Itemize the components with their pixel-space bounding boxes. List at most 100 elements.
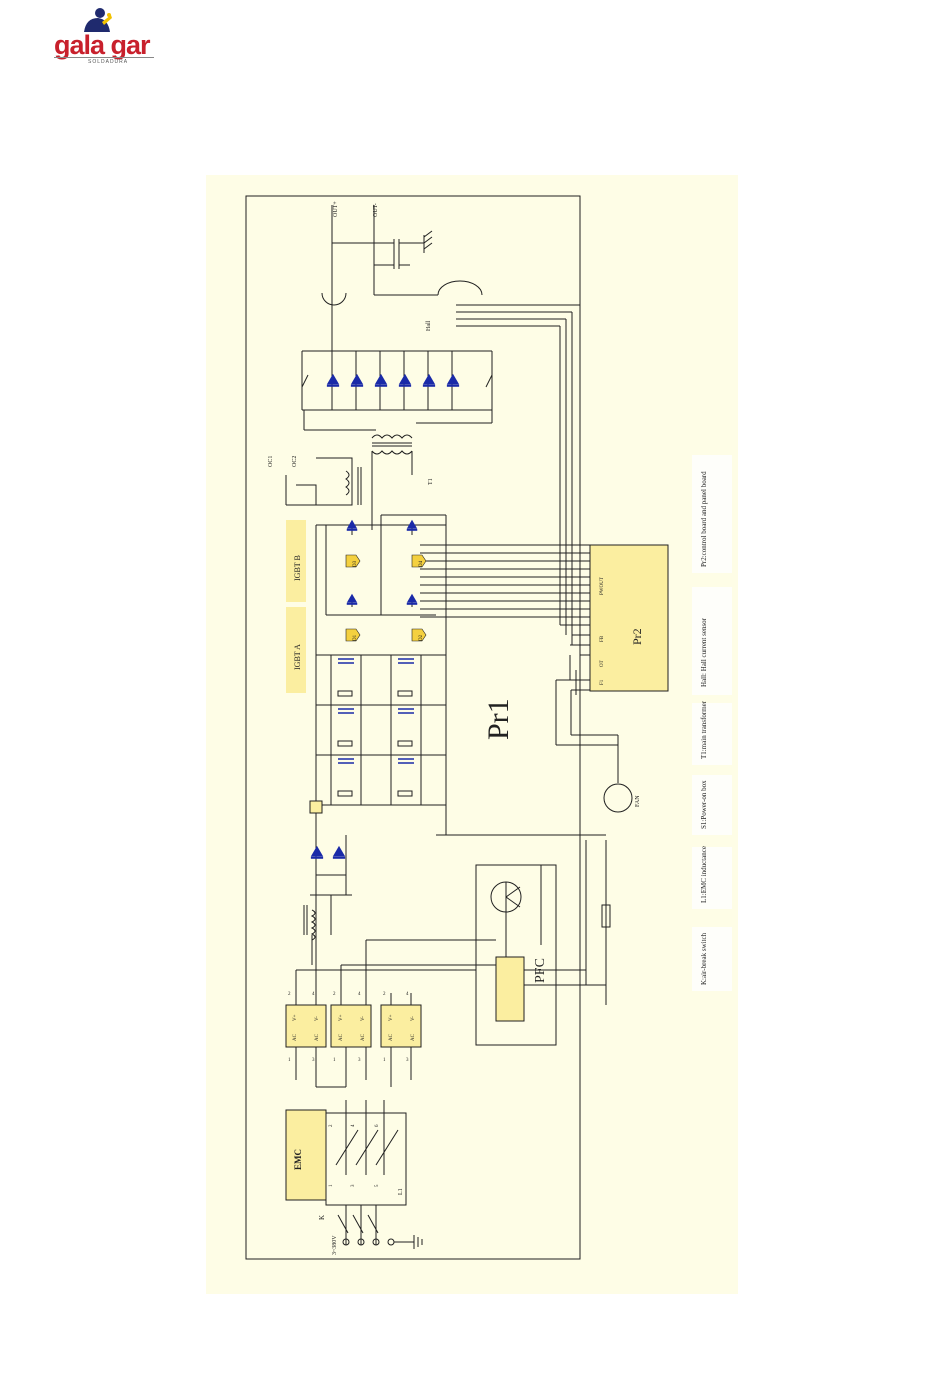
out-plus-label: OUT+ bbox=[333, 201, 339, 217]
output-diode-5 bbox=[422, 373, 436, 387]
emc-pin-5: 5 bbox=[375, 1184, 380, 1187]
bridge-3-ac-2: AC bbox=[411, 1033, 416, 1041]
legend-pr2: Pr2:control board and panel board bbox=[700, 471, 708, 567]
welder-mascot-icon bbox=[84, 8, 112, 32]
main-transformer-t1 bbox=[371, 434, 413, 455]
driver-d4 bbox=[411, 554, 427, 568]
logo-tagline: SOLDADURA bbox=[88, 59, 129, 65]
driver-d2 bbox=[411, 628, 427, 642]
igbt-a-diode-top bbox=[345, 593, 359, 605]
logo-brand-text: gala gar bbox=[54, 30, 151, 60]
bridge-2-pin-4: 4 bbox=[358, 992, 361, 997]
legend-l1: L1:EMC inductance bbox=[700, 846, 708, 903]
hall-sensor-icon bbox=[437, 280, 483, 296]
t1-label: T1 bbox=[428, 478, 434, 485]
out-minus-label: OUT- bbox=[373, 203, 379, 217]
bridge-2-pin-1: 1 bbox=[333, 1058, 336, 1063]
bridge-3-pin-1: 1 bbox=[383, 1058, 386, 1063]
bridge-3-vminus: V- bbox=[411, 1016, 416, 1021]
emc-pin-4: 4 bbox=[351, 1124, 356, 1127]
bridge-1-ac-1: AC bbox=[293, 1033, 298, 1041]
bridge-1-pin-4: 4 bbox=[312, 992, 315, 997]
bridge-2-pin-3: 3 bbox=[358, 1058, 361, 1063]
varistor-right bbox=[485, 374, 493, 388]
bridge-3-pin-3: 3 bbox=[406, 1058, 409, 1063]
bridge-1-pin-2: 2 bbox=[288, 992, 291, 997]
switch-k-label: K bbox=[318, 1215, 326, 1220]
fan-motor-icon bbox=[603, 783, 633, 813]
varistor-left bbox=[301, 374, 309, 388]
legend-hall: Hall: Hall current sensor bbox=[700, 617, 708, 687]
legend-s1: S1:Power-on box bbox=[700, 780, 708, 829]
hall-label: Hall bbox=[426, 320, 432, 331]
oc-current-transformer bbox=[285, 457, 362, 506]
chassis-ground-icon bbox=[423, 230, 433, 253]
bridge-3-pin-4: 4 bbox=[406, 992, 409, 997]
legend-box-hall bbox=[692, 587, 732, 695]
bridge-3-vplus: V+ bbox=[389, 1014, 394, 1021]
emc-inductance-l1 bbox=[303, 905, 316, 941]
igbt-a-label: IGBT A bbox=[293, 644, 302, 670]
emc-pin-3: 3 bbox=[351, 1184, 356, 1187]
output-diode-4 bbox=[398, 373, 412, 387]
emc-filter-block bbox=[285, 1109, 327, 1201]
board-label-pr2: Pr2 bbox=[630, 628, 644, 645]
bridge-2-vminus: V- bbox=[361, 1016, 366, 1021]
legend-box-s1 bbox=[692, 775, 732, 835]
legend-box-t1 bbox=[692, 703, 732, 765]
earth-ground-icon bbox=[413, 1235, 423, 1249]
emc-pin-1: 1 bbox=[329, 1184, 334, 1187]
control-board-pr2 bbox=[589, 544, 669, 692]
legend-k: K:air-break switch bbox=[700, 932, 708, 985]
output-diode-2 bbox=[350, 373, 364, 387]
bridge-2-pin-2: 2 bbox=[333, 992, 336, 997]
bridge-2-ac-2: AC bbox=[361, 1033, 366, 1041]
d4-label: D4 bbox=[419, 560, 424, 567]
bridge-rectifier-1 bbox=[285, 1004, 327, 1048]
output-diode-3 bbox=[374, 373, 388, 387]
bridge-1-vminus: V- bbox=[315, 1016, 320, 1021]
emc-label: EMC bbox=[293, 1149, 303, 1170]
driver-d1 bbox=[345, 628, 361, 642]
input-diode-2 bbox=[332, 845, 346, 859]
output-inductor-loop bbox=[321, 292, 347, 306]
pr2-pin-ot: OT bbox=[600, 660, 605, 667]
inductor-l1-label: L1 bbox=[398, 1188, 404, 1195]
air-break-switch-k bbox=[337, 1214, 349, 1234]
bridge-3-ac-1: AC bbox=[389, 1033, 394, 1041]
legend-t1: T1:main transformer bbox=[700, 700, 708, 759]
oc1-label: OC1 bbox=[268, 456, 274, 467]
bridge-1-pin-1: 1 bbox=[288, 1058, 291, 1063]
fan-label: FAN bbox=[635, 795, 641, 807]
pfc-module-box bbox=[475, 864, 557, 1046]
pfc-label: PFC bbox=[533, 958, 548, 983]
board-label-pr1: Pr1 bbox=[482, 698, 515, 740]
shunt-resistor bbox=[601, 904, 611, 928]
schematic-panel: Pr1 Pr2 PFC EMC IGBT B IGBT A 3~380V K L… bbox=[206, 175, 738, 1294]
igbt-a-diode-bottom bbox=[405, 593, 419, 605]
d3-label: D3 bbox=[353, 560, 358, 567]
oc2-label: OC2 bbox=[292, 456, 298, 467]
pfc-controller-block bbox=[495, 956, 525, 1022]
output-diode-6 bbox=[446, 373, 460, 387]
main-board-outline bbox=[245, 195, 581, 1260]
legend-box-l1 bbox=[692, 847, 732, 909]
d1-label: D1 bbox=[353, 634, 358, 641]
circuit-schematic: Pr1 Pr2 PFC EMC IGBT B IGBT A 3~380V K L… bbox=[245, 195, 732, 1260]
pr2-pin-f1: F1 bbox=[600, 679, 605, 685]
legend-box-pr2 bbox=[692, 455, 732, 573]
input-voltage-label: 3~380V bbox=[332, 1235, 338, 1255]
d2-label: D2 bbox=[419, 634, 424, 641]
bridge-3-pin-2: 2 bbox=[383, 992, 386, 997]
emc-pin-6: 6 bbox=[375, 1124, 380, 1127]
power-on-box-s1 bbox=[309, 800, 323, 814]
bridge-2-vplus: V+ bbox=[339, 1014, 344, 1021]
output-diode-1 bbox=[326, 373, 340, 387]
legend-box-k bbox=[692, 927, 732, 991]
logo-rule bbox=[54, 57, 154, 58]
igbt-b-block bbox=[286, 520, 306, 602]
bridge-1-pin-3: 3 bbox=[312, 1058, 315, 1063]
bridge-2-ac-1: AC bbox=[339, 1033, 344, 1041]
bridge-rectifier-2 bbox=[330, 1004, 372, 1048]
input-diode-1 bbox=[310, 845, 324, 859]
